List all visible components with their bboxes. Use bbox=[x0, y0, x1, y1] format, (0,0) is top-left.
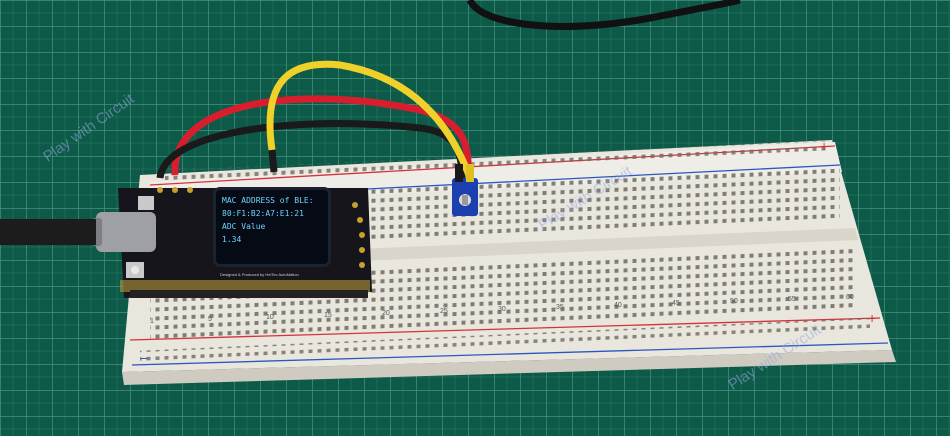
column-number: 35 bbox=[556, 304, 564, 311]
oled-line-mac-title: MAC ADDRESS of BLE: bbox=[222, 196, 314, 205]
prg-button bbox=[138, 196, 154, 210]
column-number: 30 bbox=[498, 306, 506, 313]
column-number: 5 bbox=[208, 316, 212, 323]
rail-plus-top: + bbox=[820, 138, 829, 154]
rail-plus-bottom: + bbox=[868, 310, 877, 326]
board-silkscreen: Designed & Produced by HelTec AutoMation bbox=[220, 272, 299, 277]
column-number: 1 bbox=[150, 318, 154, 325]
rail-minus-bottom: − bbox=[140, 350, 149, 366]
oled-line-adc-title: ADC Value bbox=[222, 222, 266, 231]
column-number: 10 bbox=[266, 314, 274, 321]
yellow-wire bbox=[266, 60, 474, 180]
column-number: 25 bbox=[440, 308, 448, 315]
column-number: 15 bbox=[324, 312, 332, 319]
oled-display: MAC ADDRESS of BLE: 80:F1:B2:A7:E1:21 AD… bbox=[216, 190, 328, 264]
column-number: 55 bbox=[788, 296, 796, 303]
column-number: 60 bbox=[846, 294, 854, 301]
column-number: 45 bbox=[672, 300, 680, 307]
column-number: 50 bbox=[730, 298, 738, 305]
usb-cable-top bbox=[466, 0, 741, 30]
usb-c-port bbox=[96, 212, 156, 252]
column-number: 40 bbox=[614, 302, 622, 309]
potentiometer bbox=[452, 164, 478, 216]
column-number: 20 bbox=[382, 310, 390, 317]
oled-line-mac-value: 80:F1:B2:A7:E1:21 bbox=[222, 209, 304, 218]
red-wire bbox=[171, 95, 472, 176]
yellow-wire-tip bbox=[268, 149, 278, 173]
oled-line-adc-value: 1.34 bbox=[222, 235, 242, 244]
